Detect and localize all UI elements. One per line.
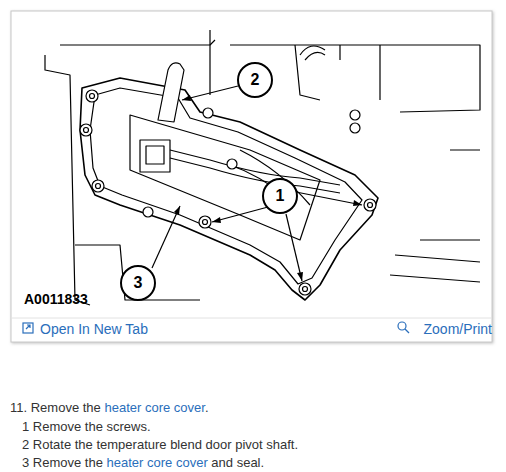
toolbar-link: Open In New Tab xyxy=(40,321,148,337)
figure-id-row: A0011833 xyxy=(24,291,88,307)
toolbar-link-row: Open In New Tab xyxy=(40,321,148,337)
toolbar-divider xyxy=(11,318,492,319)
callout-number: 2 xyxy=(251,72,260,88)
step-text: 1 Remove the screws. xyxy=(22,419,151,434)
step-text: 11. Remove the xyxy=(10,400,101,415)
callout-circle: 1 xyxy=(262,178,298,214)
link-text: heater core cover xyxy=(107,455,208,470)
callout-number: 3 xyxy=(134,275,143,291)
step-text-row: 2 Rotate the temperature blend door pivo… xyxy=(22,437,298,453)
callout-circle: 2 xyxy=(237,62,273,98)
toolbar-link: Zoom/Print xyxy=(424,321,492,337)
figure-id: A0011833 xyxy=(24,291,88,307)
heater-drawing xyxy=(45,30,480,305)
step-text-row: 1 Remove the screws. xyxy=(22,419,151,435)
step-text-row: 11. Remove theheater core cover. xyxy=(10,400,209,416)
leader-arrowheads xyxy=(174,95,362,281)
step-text: 2 Rotate the temperature blend door pivo… xyxy=(22,437,298,452)
step-text: 3 Remove the xyxy=(22,455,103,470)
callout-circle: 3 xyxy=(120,265,156,301)
step-text: and seal. xyxy=(211,455,264,470)
toolbar-link-row: Zoom/Print xyxy=(424,321,492,337)
image-panel xyxy=(11,11,492,342)
link-text: heater core cover xyxy=(104,400,204,415)
callout-number: 1 xyxy=(276,188,285,204)
step-text-row: 3 Remove the heater core coverand seal. xyxy=(22,455,264,471)
step-text: . xyxy=(205,400,209,415)
